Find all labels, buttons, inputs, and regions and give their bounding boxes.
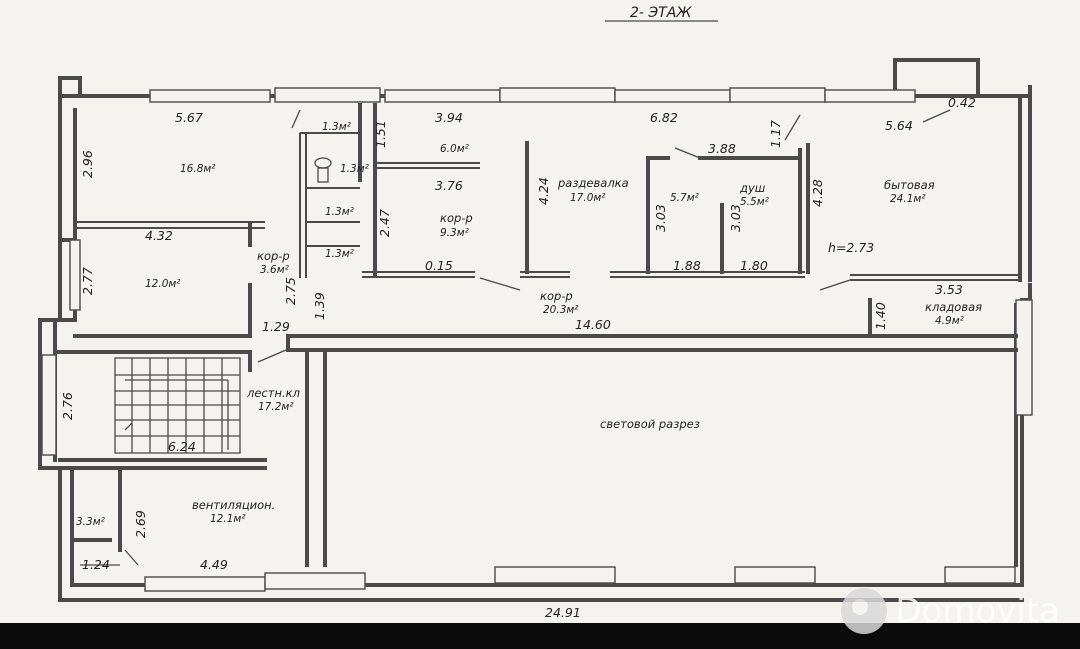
- room-name-svetovoy: световой разрез: [600, 417, 700, 431]
- windows: [41, 87, 1033, 592]
- dim-428: 4.28: [810, 179, 825, 207]
- room-name-kor1: кор-р: [440, 211, 473, 225]
- dim-140: 1.40: [873, 302, 888, 330]
- room-area-wc2: 1.3м²: [340, 163, 370, 175]
- dim-h: h=2.73: [828, 240, 874, 255]
- dim-624: 6.24: [168, 439, 196, 454]
- dim-567: 5.67: [175, 110, 203, 125]
- dim-564: 5.64: [885, 118, 913, 133]
- domovita-logo-icon: [841, 588, 888, 634]
- room-name-lestn: лестн.кл: [246, 386, 301, 400]
- room-name-kladovaya: кладовая: [925, 300, 982, 314]
- dim-296: 2.96: [80, 150, 95, 178]
- room-name-kor3: кор-р: [540, 289, 573, 303]
- dim-303a: 3.03: [653, 204, 668, 232]
- dim-188: 1.88: [673, 258, 701, 273]
- dim-042: 0.42: [948, 95, 976, 110]
- room-area-wc4: 1.3м²: [325, 248, 355, 260]
- dim-394: 3.94: [435, 110, 463, 125]
- room-area-168: 16.8м²: [180, 163, 216, 175]
- toilet-icon: [314, 157, 332, 183]
- dim-2491: 24.91: [545, 605, 581, 620]
- dim-151: 1.51: [373, 120, 388, 148]
- dim-432: 4.32: [145, 228, 173, 243]
- dim-449: 4.49: [200, 557, 228, 572]
- dim-180: 1.80: [740, 258, 768, 273]
- room-name-razdevalka: раздевалка: [557, 176, 629, 190]
- staircase: [114, 357, 241, 454]
- room-name-bytovaya: бытовая: [884, 178, 935, 192]
- room-area-57: 5.7м²: [670, 192, 700, 204]
- room-area-bytovaya: 24.1м²: [890, 193, 926, 205]
- room-area-dush: 5.5м²: [740, 196, 770, 208]
- room-area-wc3: 1.3м²: [325, 206, 355, 218]
- dim-353: 3.53: [935, 282, 963, 297]
- dim-376: 3.76: [435, 178, 463, 193]
- watermark-text: Domovita: [895, 591, 1060, 631]
- dim-682: 6.82: [650, 110, 678, 125]
- dim-275: 2.75: [283, 277, 298, 305]
- room-area-wc-top: 1.3м²: [322, 121, 352, 133]
- room-area-33: 3.3м²: [76, 516, 106, 528]
- dim-117: 1.17: [768, 120, 783, 148]
- room-area-kladovaya: 4.9м²: [935, 315, 965, 327]
- room-area-vent: 12.1м²: [210, 513, 246, 525]
- dim-1460: 14.60: [575, 317, 611, 332]
- room-area-60: 6.0м²: [440, 143, 470, 155]
- room-area-kor1: 9.3м²: [440, 227, 470, 239]
- dim-124: 1.24: [82, 557, 110, 572]
- room-name-dush: душ: [739, 181, 766, 195]
- room-area-kor2: 3.6м²: [260, 264, 290, 276]
- dim-015: 0.15: [425, 258, 453, 273]
- room-area-razdevalka: 17.0м²: [570, 192, 606, 204]
- room-name-kor2: кор-р: [257, 249, 290, 263]
- domovita-logo: Domovita: [841, 588, 1060, 634]
- dim-277: 2.77: [80, 267, 95, 295]
- dim-269: 2.69: [133, 510, 148, 538]
- dim-247: 2.47: [377, 209, 392, 237]
- dim-303b: 3.03: [728, 204, 743, 232]
- dim-276: 2.76: [60, 392, 75, 420]
- room-name-vent: вентиляцион.: [192, 498, 275, 512]
- room-area-120: 12.0м²: [145, 278, 181, 290]
- room-area-lestn: 17.2м²: [258, 401, 294, 413]
- interior-walls: [53, 103, 1020, 567]
- floor-title: 2- ЭТАЖ: [630, 5, 692, 21]
- door-swings: [124, 109, 951, 566]
- dimensions: 5.67 3.94 6.82 0.42 5.64 2.96 1.51 1.17 …: [60, 95, 976, 620]
- dim-139: 1.39: [312, 292, 327, 320]
- room-area-kor3: 20.3м²: [543, 304, 579, 316]
- bottom-bar: [0, 623, 1080, 649]
- dim-424: 4.24: [536, 177, 551, 205]
- dim-129: 1.29: [262, 319, 290, 334]
- dim-388: 3.88: [708, 141, 736, 156]
